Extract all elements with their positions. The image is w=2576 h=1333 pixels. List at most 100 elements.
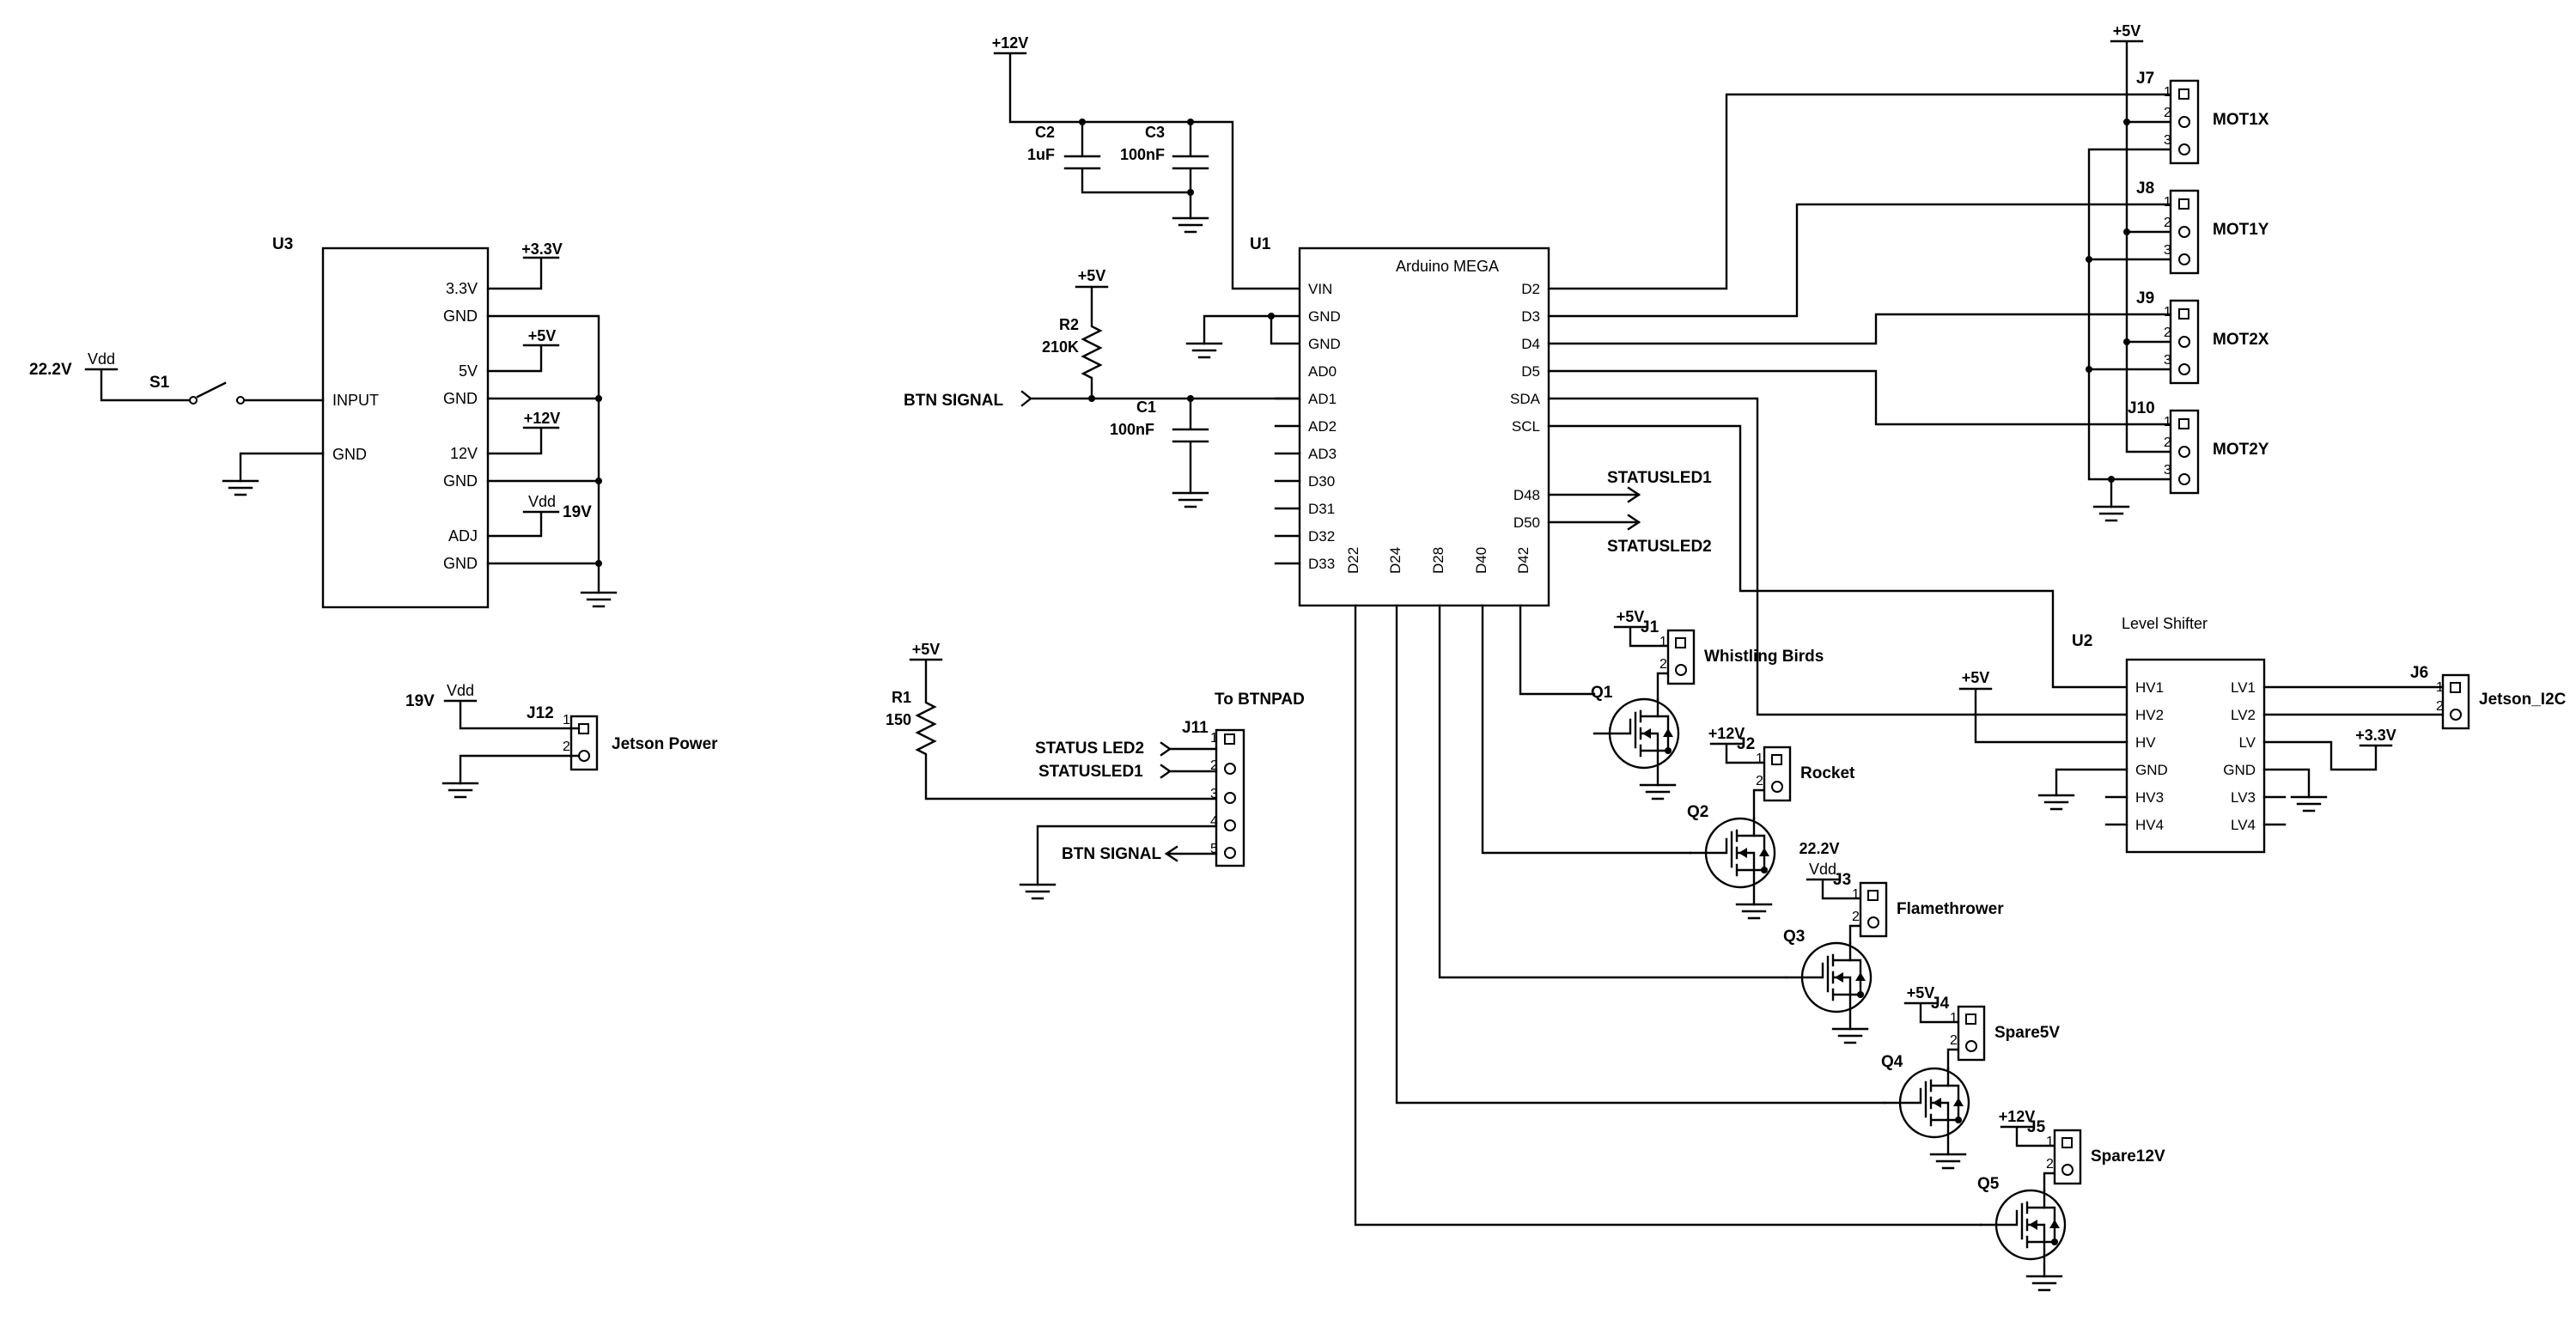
ground-icon <box>1172 491 1209 508</box>
rail-wire <box>2000 1125 2063 1147</box>
r2-rail: +5V <box>1078 267 1106 284</box>
mosfet-ref: Q1 <box>1591 684 1613 702</box>
pin-num: 1 <box>2164 85 2171 100</box>
mosfet-diode-arrow <box>2049 1220 2060 1228</box>
d5-wire <box>1547 369 2185 426</box>
u1-pin-sda: SDA <box>1510 391 1541 407</box>
mosfet-gate <box>1979 1202 2024 1240</box>
btnpad-title: To BTNPAD <box>1215 691 1305 709</box>
j11-statusled1: STATUSLED1 <box>1038 763 1143 781</box>
pin-num: 2 <box>1950 1033 1958 1048</box>
rail-wire <box>1806 878 1869 900</box>
switch-ref: S1 <box>149 374 170 392</box>
v12-label: +12V <box>992 34 1029 52</box>
junction <box>1187 189 1194 196</box>
pin-square <box>2178 88 2189 100</box>
c2-value: 1uF <box>1027 146 1055 163</box>
j12-vdd: Vdd <box>447 682 474 699</box>
mosfet-gate <box>1785 955 1830 993</box>
junction <box>1268 313 1275 320</box>
rail-5v-label: +5V <box>528 327 557 344</box>
pin-num: 1 <box>2046 1135 2054 1149</box>
j11-wires <box>1036 741 1218 886</box>
pin-num: 2 <box>2164 326 2171 340</box>
pin-round <box>1224 819 1236 831</box>
pin-round <box>2178 363 2190 375</box>
j12-voltage: 19V <box>405 692 435 710</box>
rail-wire <box>1613 625 1677 648</box>
u3-pin-adj: ADJ <box>448 527 478 545</box>
rail-label: +12V <box>1708 725 1745 742</box>
rail-3v3-label: +3.3V <box>521 240 563 258</box>
junction <box>2086 366 2092 373</box>
u2-lv2: LV2 <box>2231 707 2256 723</box>
u3-pin-12v: 12V <box>450 445 478 462</box>
connector-name: Whistling Birds <box>1704 648 1824 666</box>
d28-wire <box>1438 604 1788 979</box>
mosfet-ref: Q3 <box>1783 928 1805 946</box>
pin-square <box>2178 308 2189 320</box>
pin-round <box>2178 143 2190 155</box>
junction <box>1857 991 1864 998</box>
ground-icon <box>1831 1027 1869 1044</box>
u1-pin-d32: D32 <box>1308 528 1335 545</box>
connector-name: Rocket <box>1800 764 1855 782</box>
pin-num: 2 <box>2164 435 2171 450</box>
u3-pin-input: INPUT <box>332 392 379 409</box>
pin-round <box>1224 792 1236 804</box>
r1-resistor <box>909 658 1218 800</box>
u1-pin-d31: D31 <box>1308 501 1335 517</box>
rail-label: +5V <box>1617 608 1645 625</box>
button-input: +5V R2 210K BTN SIGNAL C1 100nF <box>904 267 1301 508</box>
pin-num: 2 <box>1659 657 1667 672</box>
u3-body <box>321 247 490 609</box>
pin-round <box>2178 116 2190 128</box>
motor-connectors: +5V J7 1 2 3 MOT1X J8 <box>1547 22 2269 522</box>
level-shifter-u2: U2 Level Shifter HV1 HV2 HV GND HV3 HV4 … <box>1547 397 2567 854</box>
rail-wire <box>1903 1001 1967 1024</box>
ground-icon <box>442 782 479 799</box>
u2-gnd-left: GND <box>2135 762 2168 778</box>
j6-ref: J6 <box>2410 664 2428 682</box>
mosfet-diode-arrow <box>1953 1098 1964 1106</box>
u3-pin-gnd2: GND <box>443 390 478 407</box>
j6-name: Jetson_I2C <box>2479 691 2567 709</box>
ground-icon <box>1929 1153 1967 1170</box>
u2-hv: HV <box>2135 734 2156 751</box>
connector-name: Spare12V <box>2091 1147 2165 1166</box>
pin-round <box>2178 336 2190 348</box>
j11-pin1: 1 <box>1210 731 1218 746</box>
motor-rail-label: +5V <box>2113 22 2141 40</box>
r1-ref: R1 <box>892 689 911 706</box>
pin-num: 1 <box>1852 887 1860 902</box>
pin-num: 2 <box>2164 106 2171 120</box>
pin-square <box>2178 418 2189 429</box>
u1-pin-d24: D24 <box>1387 547 1404 574</box>
pin-round <box>2178 253 2190 265</box>
r1-rail: +5V <box>912 641 941 658</box>
mosfet-diode-arrow <box>1663 728 1673 737</box>
connector-ref: J4 <box>1931 995 1950 1013</box>
j12-pin2: 2 <box>563 740 570 754</box>
btn-signal-wire <box>1020 390 1301 407</box>
mosfet-diode-arrow <box>1759 848 1769 856</box>
u2-lv-rail: +3.3V <box>2355 727 2396 744</box>
pin-num: 3 <box>2164 353 2171 368</box>
connector-ref: J5 <box>2027 1118 2046 1136</box>
pin-round <box>1675 664 1687 676</box>
pin-num: 1 <box>2164 305 2171 320</box>
pin-num: 2 <box>1852 910 1860 924</box>
c1-wires <box>1172 397 1209 495</box>
pin-num: 2 <box>2046 1157 2054 1172</box>
pin-round <box>1867 916 1879 928</box>
rail-label: Vdd <box>1809 861 1836 878</box>
u2-right-wires <box>2262 685 2457 826</box>
u1-pin-d48: D48 <box>1513 487 1540 503</box>
c3-ref: C3 <box>1145 124 1165 141</box>
rail-12v-label: +12V <box>524 410 561 427</box>
statusled2-label: STATUSLED2 <box>1607 538 1712 556</box>
u2-body <box>2125 658 2266 854</box>
cap-wires <box>1063 120 1209 220</box>
mosfet-ref: Q5 <box>1977 1175 2000 1193</box>
